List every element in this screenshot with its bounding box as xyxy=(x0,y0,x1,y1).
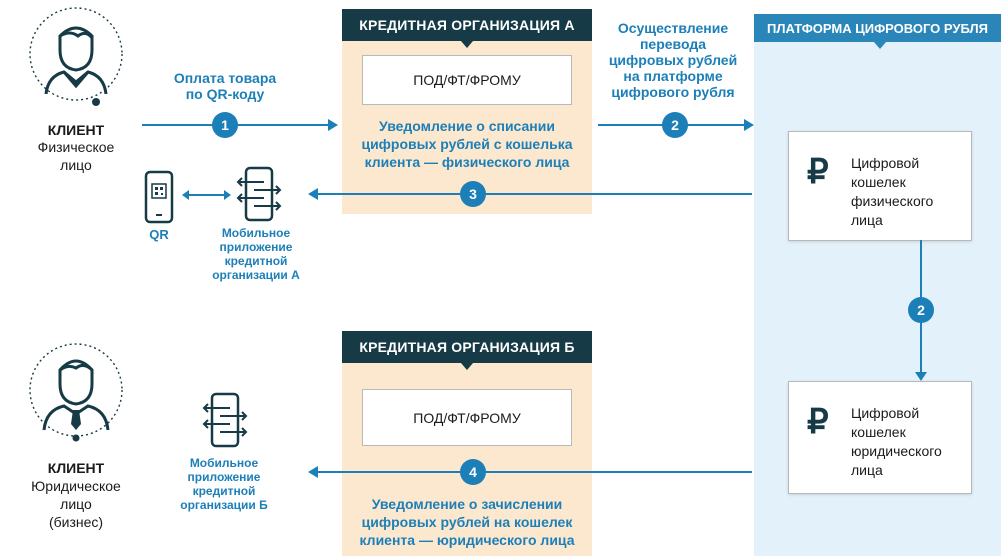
app-b-label-line: приложение xyxy=(187,470,261,484)
wallet-transfer-arrowhead xyxy=(915,372,927,381)
step-3-badge: 3 xyxy=(460,181,486,207)
platform-header-notch xyxy=(874,42,886,49)
app-a-label-line: приложение xyxy=(219,240,293,254)
arrow-3-head xyxy=(308,188,318,200)
client-1-subtitle-line: лицо xyxy=(60,157,92,173)
wallet-individual-line: кошелек xyxy=(851,174,906,190)
app-a-label-line: кредитной xyxy=(224,254,288,268)
app-b-label-line: Мобильное xyxy=(189,456,259,470)
org-a-notice-line: Уведомление о списании xyxy=(379,118,555,134)
step-2-label-line: на платформе xyxy=(623,68,723,84)
step-1-badge: 1 xyxy=(212,112,238,138)
arrow-2-head xyxy=(744,119,754,131)
wallet-legal-line: Цифровой xyxy=(851,405,920,421)
client-1-subtitle-line: Физическое xyxy=(37,139,115,155)
wallet-individual-line: Цифровой xyxy=(851,155,920,171)
app-b-label: Мобильное приложение кредитной организац… xyxy=(164,456,284,512)
step-4-badge: 4 xyxy=(460,459,486,485)
wallet-individual-label: Цифровой кошелек физического лица xyxy=(851,154,933,230)
mobile-app-icon xyxy=(234,166,284,222)
arrow-4-head xyxy=(308,466,318,478)
client-2-subtitle-line: (бизнес) xyxy=(48,514,104,530)
step-2-label-line: Осуществление xyxy=(617,20,729,36)
step-2-badge: 2 xyxy=(662,112,688,138)
org-b-header: КРЕДИТНАЯ ОРГАНИЗАЦИЯ Б xyxy=(342,331,592,363)
step-1-label-line: по QR-коду xyxy=(185,86,265,102)
person-icon xyxy=(20,6,132,106)
org-b-aml-box: ПОД/ФТ/ФРОМУ xyxy=(362,389,572,446)
wallet-legal-line: юридического xyxy=(851,443,942,459)
step-2-label: Осуществление перевода цифровых рублей н… xyxy=(598,20,748,100)
app-a-label: Мобильное приложение кредитной организац… xyxy=(196,226,316,282)
org-b-notice-line: клиента — юридического лица xyxy=(359,532,575,548)
org-b-notice: Уведомление о зачислении цифровых рублей… xyxy=(342,495,592,549)
wallet-individual: ₽ Цифровой кошелек физического лица xyxy=(788,131,972,241)
wallet-legal-label: Цифровой кошелек юридического лица xyxy=(851,404,942,480)
wallet-legal-line: лица xyxy=(851,462,883,478)
client-1-title: КЛИЕНТ xyxy=(47,122,105,138)
org-a-header: КРЕДИТНАЯ ОРГАНИЗАЦИЯ А xyxy=(342,9,592,41)
qr-app-link-head-left xyxy=(182,190,189,200)
arrow-4-line xyxy=(318,471,752,473)
step-2-label-line: цифровых рублей xyxy=(608,52,738,68)
client-1-subtitle: Физическое лицо xyxy=(10,138,142,174)
org-b-notice-line: Уведомление о зачислении xyxy=(371,496,563,512)
org-b-header-notch xyxy=(461,363,473,370)
wallet-legal-line: кошелек xyxy=(851,424,906,440)
client-2-subtitle: Юридическое лицо (бизнес) xyxy=(10,477,142,531)
arrow-1-head xyxy=(328,119,338,131)
phone-qr-icon xyxy=(144,170,174,224)
client-2-title: КЛИЕНТ xyxy=(47,460,105,476)
org-a-aml-box: ПОД/ФТ/ФРОМУ xyxy=(362,55,572,105)
platform-header: ПЛАТФОРМА ЦИФРОВОГО РУБЛЯ xyxy=(754,14,1001,42)
step-2-label-line: перевода xyxy=(639,36,707,52)
ruble-icon: ₽ xyxy=(807,403,829,441)
org-b-notice-line: цифровых рублей на кошелек xyxy=(361,514,573,530)
qr-app-link-head-right xyxy=(224,190,231,200)
org-a-notice-line: цифровых рублей с кошелька xyxy=(361,136,573,152)
qr-app-link-line xyxy=(186,194,226,196)
org-a-header-notch xyxy=(461,41,473,48)
wallet-individual-line: лица xyxy=(851,212,883,228)
businessman-icon xyxy=(20,340,132,444)
arrow-3-line xyxy=(318,193,752,195)
org-a-notice-line: клиента — физического лица xyxy=(364,154,570,170)
app-a-label-line: организации А xyxy=(212,268,300,282)
ruble-icon: ₽ xyxy=(807,153,829,191)
app-b-label-line: кредитной xyxy=(192,484,256,498)
qr-label: QR xyxy=(149,227,169,242)
step-1-label-line: Оплата товара xyxy=(173,70,277,86)
org-a-notice: Уведомление о списании цифровых рублей с… xyxy=(342,117,592,171)
wallet-legal-entity: ₽ Цифровой кошелек юридического лица xyxy=(788,381,972,494)
app-a-label-line: Мобильное xyxy=(221,226,291,240)
mobile-app-icon xyxy=(200,392,250,448)
step-1-label: Оплата товара по QR-коду xyxy=(145,70,305,102)
step-2-badge-vertical: 2 xyxy=(908,297,934,323)
wallet-individual-line: физического xyxy=(851,193,934,209)
client-2-subtitle-line: лицо xyxy=(60,496,92,512)
client-2-subtitle-line: Юридическое xyxy=(31,478,121,494)
app-b-label-line: организации Б xyxy=(180,498,268,512)
step-2-label-line: цифрового рубля xyxy=(611,84,735,100)
